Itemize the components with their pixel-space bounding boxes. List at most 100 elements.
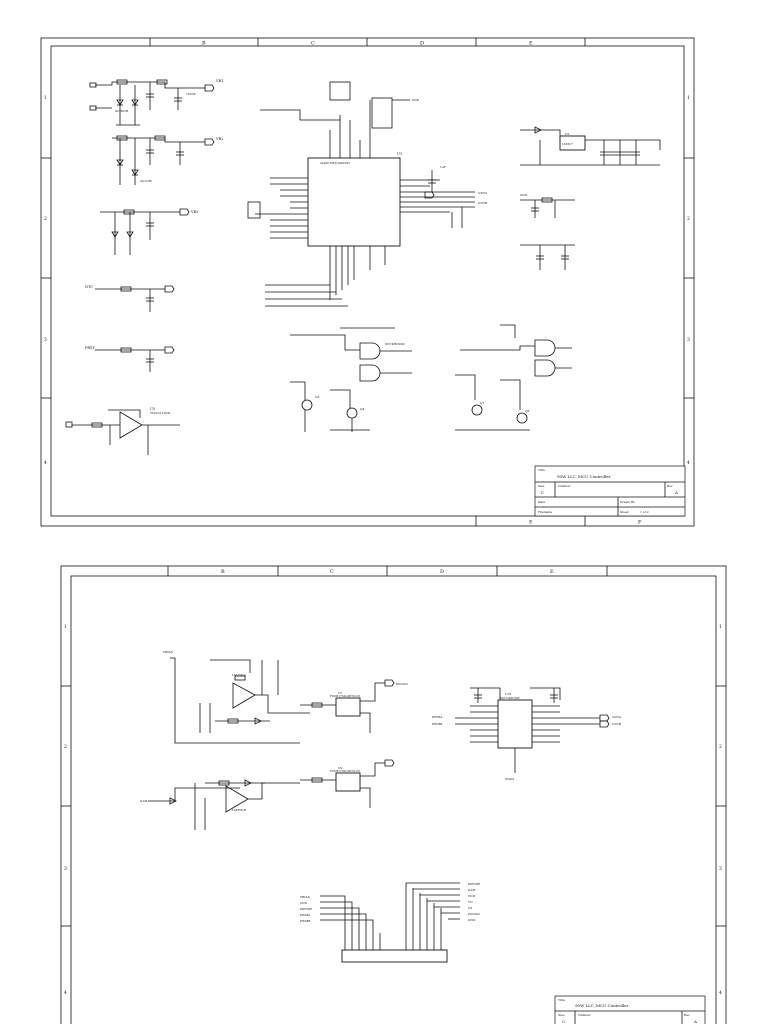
optocoupler-u9: U9 FOD817SD-OPTO-Dr (300, 759, 395, 808)
sheet2-tb-size: C (562, 1019, 565, 1024)
sheet1-tb-rev: A (674, 490, 678, 495)
sheet1-tb-date-label: Date (538, 500, 545, 504)
label-vb3: VB3 (190, 210, 198, 214)
sheet1-tb-size: C (541, 490, 544, 495)
sheet2-row-1-left: 1 (64, 624, 67, 630)
opamp-circuit-u5: U5 TLV2211DCK (65, 407, 180, 455)
optocoupler-u7: U7 FOD817SD-OPTO-Dr PGOOD (300, 679, 408, 733)
sheet2-tb-number-label: Number (578, 1013, 591, 1017)
label-vbias: VBIAS (162, 650, 173, 654)
sheet2-row-2-left: 2 (64, 744, 67, 750)
label-c1-top: 100nF (186, 92, 196, 96)
opamp-feedback-top: LM358-A VBIAS (162, 650, 310, 744)
label-opto-u7: FOD817SD-OPTO-Dr (330, 694, 361, 698)
conn-right-5: CS (468, 906, 472, 910)
supply-filter-right: VDD (519, 193, 575, 270)
label-u5: U5 (150, 407, 155, 411)
label-reg-part: LM317 (562, 142, 573, 146)
mcu-u1: U1 dsPIC33FJ16GS502 (247, 81, 488, 307)
label-pwmb: PWMB (432, 722, 443, 726)
sheet1-bottom-col-f: F (638, 520, 642, 526)
label-pgood: PGOOD (396, 682, 408, 686)
sheet1-tb-title: 90W LLC_MCU Controller (557, 474, 611, 479)
sheet1-row-1-right: 1 (687, 95, 690, 101)
label-outb: OUTB (612, 722, 622, 726)
conn-left-5: PWMB (300, 919, 311, 923)
sheet1-tb-number-label: Number (558, 484, 571, 488)
sheet2-col-label-e: E (550, 569, 554, 575)
sheet2-row-3-right: 3 (719, 866, 722, 872)
label-vb2: VB2 (215, 137, 223, 141)
sheet1-col-label-e: E (529, 41, 533, 47)
sheet1-row-4-left: 4 (44, 460, 47, 466)
opamp-feedback-bottom: LM358-B ILIM (140, 779, 300, 830)
label-ac-low: ACLOW (139, 179, 153, 183)
sheet1-row-3-left: 3 (44, 337, 47, 343)
sheet2-outer-border (60, 565, 727, 1024)
prst-circuit: PRST (85, 346, 175, 372)
conn-right-4: VO (467, 900, 473, 904)
label-out-a: OUTA (478, 191, 488, 195)
label-outa: OUTA (612, 715, 622, 719)
label-c2: 1uF (440, 165, 446, 169)
sheet1-col-label-d: D (420, 41, 424, 47)
sheet1-bottom-col-e: E (529, 520, 533, 526)
label-prst: PRST (85, 346, 95, 350)
sheet1-col-label-c: C (311, 41, 315, 47)
sheet1-tb-size-label: Size (538, 484, 545, 488)
sheet1-row-1-left: 1 (44, 95, 47, 101)
sheet2-top-zone-markers: B C D E (167, 566, 608, 576)
sheet2-row-1-right: 1 (719, 624, 722, 630)
sheet2-title-block: Title 90W LLC_MCU Controller Size C Numb… (554, 995, 706, 1024)
sheet2-tb-title: 90W LLC_MCU Controller (575, 1003, 629, 1008)
conn-right-6: PGOOD (468, 912, 480, 916)
label-gate-drv: SN74HC00D (385, 342, 405, 346)
sheet2-tb-rev: A (693, 1019, 697, 1024)
sheet1-outer-border (40, 37, 695, 527)
sheet2-col-label-d: D (440, 569, 444, 575)
label-u10: U10 (505, 692, 511, 696)
sheet1-row-2-left: 2 (44, 216, 47, 222)
label-q7: Q7 (480, 401, 484, 405)
label-vdd-right: VDD (519, 193, 528, 197)
conn-left-4: PWMA (300, 913, 311, 917)
sheet1-inner-border (50, 45, 685, 517)
sheet1-tb-sheet-label: Sheet (620, 510, 630, 514)
sheet1-side-zone-markers: 1 2 3 4 1 2 3 4 (41, 95, 694, 466)
label-ilim: ILIM (140, 799, 147, 803)
sheet1-tb-sheet-value: 1 of 2 (640, 510, 649, 514)
label-vb1: VB1 (215, 79, 223, 83)
label-opamp: TLV2211DCK (150, 411, 171, 415)
conn-right-1: ISENSE (468, 882, 480, 886)
sheet1-tb-file-label: Filename (538, 510, 552, 514)
sheet1-top-zone-markers: B C D E (149, 38, 586, 47)
label-ac-high: ACHIGH (114, 109, 129, 113)
sheet2-tb-rev-label: Rev (684, 1013, 690, 1017)
conn-left-1: VBIAS (299, 895, 310, 899)
sheet2-row-3-left: 3 (64, 866, 67, 872)
conn-right-7: GND (468, 918, 476, 922)
sheet1-row-2-right: 2 (687, 216, 690, 222)
sheet2-row-4-right: 4 (719, 990, 722, 996)
label-q4: Q4 (360, 407, 364, 411)
conn-left-2: VDD (299, 901, 308, 905)
sheet2-side-zone-markers: 1 2 3 4 1 2 3 4 (61, 624, 726, 996)
label-u1: U1 (397, 152, 402, 156)
ac-sense-circuit-third: VB3 (100, 208, 198, 255)
label-vdd-top: VDD (411, 98, 420, 102)
sheet1-col-label-b: B (202, 41, 206, 47)
sheet2-tb-title-label: Title (558, 998, 565, 1002)
label-opto-u9: FOD817SD-OPTO-Dr (330, 769, 361, 773)
conn-right-2: ILIM (468, 888, 475, 892)
label-u7: U7 (338, 691, 343, 695)
sheet1-bottom-zone-markers: E F (475, 516, 642, 526)
regulator-circuit: U2 LM317 (520, 126, 661, 166)
isolator-u10: U10 ISO7240CDW PWMA PWMB OUTA OUTB GND2 (432, 687, 622, 781)
sheet2-col-label-c: C (330, 569, 334, 575)
gate-drive-right: Q7 Q8 (455, 324, 572, 431)
sheet1-title-block: Title 90W LLC_MCU Controller Size C Numb… (534, 465, 686, 517)
label-q8: Q8 (525, 409, 529, 413)
sheet1-tb-title-label: Title (538, 468, 545, 472)
ntc-circuit: NTC (85, 285, 175, 312)
sheet1-row-4-right: 4 (687, 460, 690, 466)
